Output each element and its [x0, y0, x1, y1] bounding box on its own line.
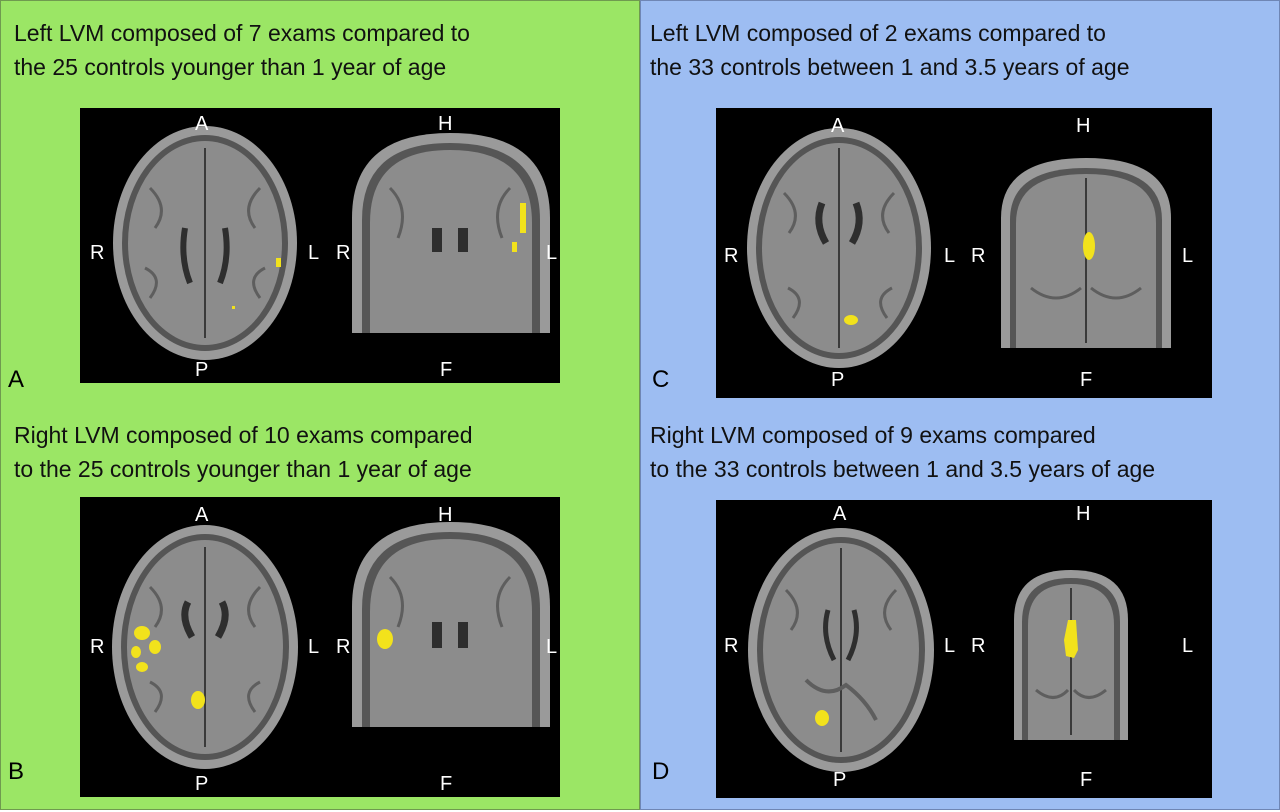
panel-c-caption-line-1: Left LVM composed of 2 exams compared to	[650, 20, 1106, 46]
panel-c-mri-image: A P R L H F R L	[716, 108, 1212, 398]
panel-c-coronal-left-label: R	[971, 245, 986, 267]
panel-a-axial-slice	[113, 126, 297, 360]
panel-a-coronal-bottom-label: F	[440, 359, 453, 381]
panel-d-axial-right-label: L	[944, 635, 956, 657]
panel-d-coronal-top-label: H	[1076, 503, 1091, 525]
panel-a-coronal-slice	[352, 133, 550, 333]
panel-a-axial-top-label: A	[195, 113, 209, 135]
panel-d-coronal-slice	[1014, 570, 1128, 740]
panel-b-coronal-right-label: L	[546, 636, 558, 658]
panel-b-coronal-left-label: R	[336, 636, 351, 658]
panel-b-axial-slice	[112, 525, 298, 769]
panel-a-mri-image: A P R L H F R L	[80, 108, 560, 383]
panel-b-coronal-bottom-label: F	[440, 773, 453, 795]
panel-d-mri-image: A P R L H F R L	[716, 500, 1212, 798]
panel-c-coronal-top-label: H	[1076, 115, 1091, 137]
panel-b-letter: B	[8, 758, 25, 785]
panel-b-brain-scans	[112, 522, 550, 769]
panel-d-caption-line-2: to the 33 controls between 1 and 3.5 yea…	[650, 456, 1156, 482]
panel-b-axial-bottom-label: P	[195, 773, 209, 795]
panel-d-caption-line-1: Right LVM composed of 9 exams compared	[650, 422, 1096, 448]
panel-c-letter: C	[652, 366, 670, 393]
panel-d-axial-left-label: R	[724, 635, 739, 657]
panel-b-axial-top-label: A	[195, 504, 209, 526]
panel-a-axial-left-label: R	[90, 242, 105, 264]
panel-a-caption-line-1: Left LVM composed of 7 exams compared to	[14, 20, 470, 46]
panel-c-axial-top-label: A	[831, 115, 845, 137]
panel-d-brain-scans	[748, 528, 1128, 772]
panel-b-axial-left-label: R	[90, 636, 105, 658]
panel-c-axial-right-label: L	[944, 245, 956, 267]
panel-d-letter: D	[652, 758, 670, 785]
panel-b-coronal-slice	[352, 522, 550, 727]
panel-c-coronal-right-label: L	[1182, 245, 1194, 267]
panel-b-caption-line-1: Right LVM composed of 10 exams compared	[14, 422, 473, 448]
panel-c-coronal-bottom-label: F	[1080, 369, 1093, 391]
panel-a-coronal-right-label: L	[546, 242, 558, 264]
panel-d-caption: Right LVM composed of 9 exams compared t…	[650, 418, 1155, 486]
panel-c-brain-scans	[747, 128, 1171, 368]
panel-c-axial-left-label: R	[724, 245, 739, 267]
panel-b-coronal-top-label: H	[438, 504, 453, 526]
panel-a-brain-scans	[113, 126, 550, 360]
panel-a-axial-bottom-label: P	[195, 359, 209, 381]
panel-a-axial-right-label: L	[308, 242, 320, 264]
panel-b-caption: Right LVM composed of 10 exams compared …	[14, 418, 473, 486]
panel-d-axial-top-label: A	[833, 503, 847, 525]
panel-a-letter: A	[8, 366, 25, 393]
panel-d-coronal-right-label: L	[1182, 635, 1194, 657]
panel-c-coronal-slice	[1001, 158, 1171, 348]
panel-a-caption-line-2: the 25 controls younger than 1 year of a…	[14, 54, 447, 80]
panel-a-coronal-left-label: R	[336, 242, 351, 264]
panel-b-caption-line-2: to the 25 controls younger than 1 year o…	[14, 456, 472, 482]
panel-c-caption-line-2: the 33 controls between 1 and 3.5 years …	[650, 54, 1130, 80]
panel-a-caption: Left LVM composed of 7 exams compared to…	[14, 16, 470, 84]
panel-b-mri-image: A P R L H F R L	[80, 497, 560, 797]
panel-c-axial-bottom-label: P	[831, 369, 845, 391]
panel-d-coronal-bottom-label: F	[1080, 769, 1093, 791]
panel-c-axial-slice	[747, 128, 931, 368]
panel-d-axial-slice	[748, 528, 934, 772]
panel-a-coronal-top-label: H	[438, 113, 453, 135]
panel-b-axial-right-label: L	[308, 636, 320, 658]
panel-d-axial-bottom-label: P	[833, 769, 847, 791]
panel-d-coronal-left-label: R	[971, 635, 986, 657]
panel-c-caption: Left LVM composed of 2 exams compared to…	[650, 16, 1130, 84]
